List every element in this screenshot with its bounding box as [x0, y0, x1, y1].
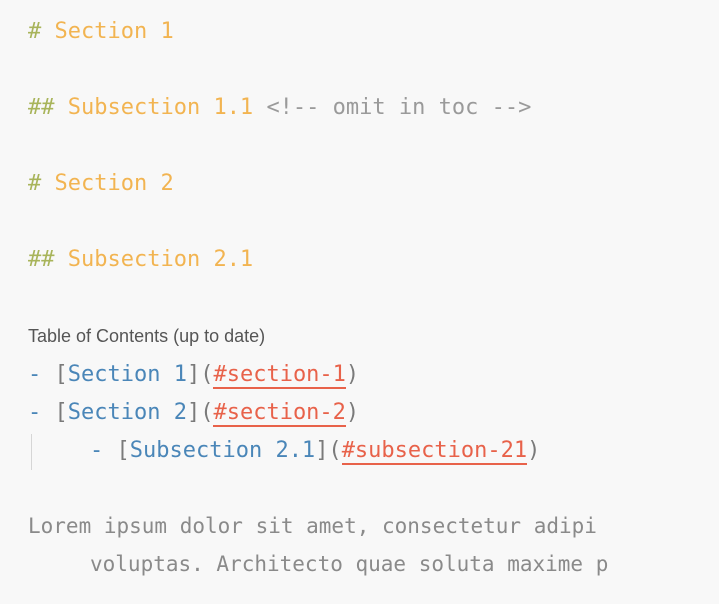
heading-text: Section 1 — [54, 19, 174, 44]
toc-item[interactable]: - [Section 1](#section-1) — [28, 360, 359, 390]
bracket: ]( — [186, 400, 214, 425]
heading-text: Subsection 1.1 — [67, 95, 254, 120]
bracket: ]( — [186, 362, 214, 387]
paragraph-line-1[interactable]: Lorem ipsum dolor sit amet, consectetur … — [28, 514, 597, 538]
list-dash: - — [28, 362, 42, 387]
toc-item[interactable]: - [Section 2](#section-2) — [28, 398, 359, 428]
link-anchor[interactable]: #section-1 — [213, 362, 346, 389]
paren: ) — [527, 438, 541, 463]
indent-guide — [31, 434, 32, 470]
paragraph-line-2[interactable]: voluptas. Architecto quae soluta maxime … — [90, 552, 609, 576]
toc-codelens-label[interactable]: Table of Contents (up to date) — [28, 326, 266, 346]
bracket: [ — [54, 362, 68, 387]
heading-line-subsection-1-1[interactable]: ## Subsection 1.1 <!-- omit in toc --> — [28, 93, 531, 123]
heading-line-section-1[interactable]: # Section 1 — [28, 17, 174, 47]
bracket: [ — [54, 400, 68, 425]
heading-line-subsection-2-1[interactable]: ## Subsection 2.1 — [28, 245, 253, 275]
heading-marker: # — [28, 171, 42, 196]
heading-text: Subsection 2.1 — [67, 247, 254, 272]
link-anchor[interactable]: #section-2 — [213, 400, 346, 427]
html-comment: <!-- omit in toc --> — [266, 95, 532, 120]
bracket: [ — [116, 438, 130, 463]
paren: ) — [345, 400, 360, 425]
heading-marker: # — [28, 19, 42, 44]
bracket: ]( — [315, 438, 342, 463]
link-text: Section 2 — [67, 400, 187, 425]
heading-line-section-2[interactable]: # Section 2 — [28, 169, 174, 199]
link-text: Subsection 2.1 — [129, 438, 316, 463]
list-dash: - — [28, 400, 42, 425]
list-dash: - — [90, 438, 104, 463]
heading-marker: ## — [28, 95, 55, 120]
link-anchor[interactable]: #subsection-21 — [341, 438, 528, 465]
paren: ) — [345, 362, 360, 387]
heading-marker: ## — [28, 247, 55, 272]
toc-item[interactable]: - [Subsection 2.1](#subsection-21) — [90, 436, 540, 466]
link-text: Section 1 — [67, 362, 187, 387]
heading-text: Section 2 — [54, 171, 174, 196]
